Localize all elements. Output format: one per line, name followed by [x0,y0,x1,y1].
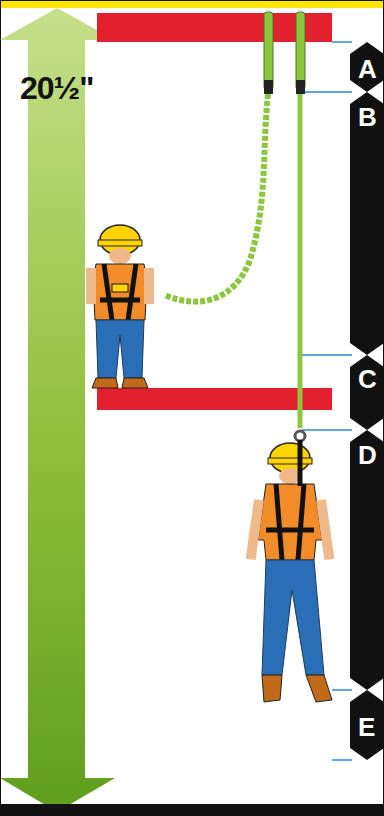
segment-letter: D [358,442,377,468]
segment-letter: A [358,56,377,82]
segment-letter: E [358,714,375,740]
dimension-label: 20½" [20,72,93,104]
segment-letter: B [358,104,377,130]
segment-letter: C [358,366,377,392]
